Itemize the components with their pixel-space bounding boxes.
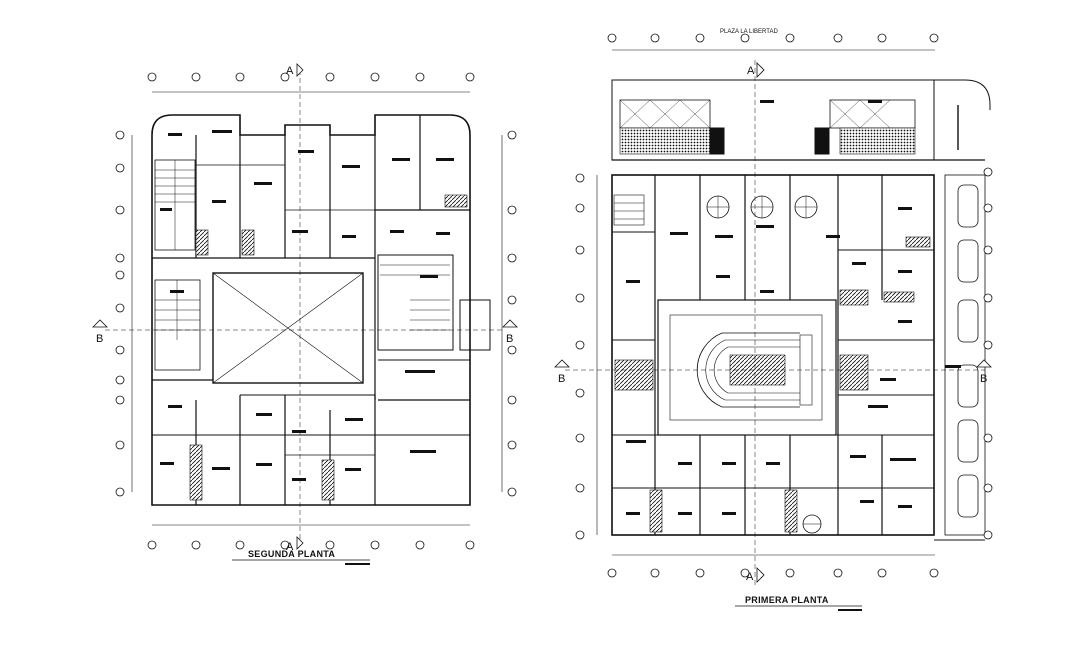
plaza-street-label: PLAZA LA LIBERTAD	[720, 29, 778, 35]
right-section-b-right-label: B	[980, 373, 987, 385]
right-section-a-label: A	[747, 65, 755, 77]
left-section-b-label: B	[96, 333, 103, 345]
right-section-a-bottom-label: A	[746, 571, 754, 583]
right-section-b-label: B	[558, 373, 565, 385]
segunda-planta-title: SEGUNDA PLANTA	[248, 549, 335, 559]
left-section-a-bottom-label: A	[286, 541, 294, 553]
primera-planta-plan	[554, 33, 993, 611]
primera-planta-title: PRIMERA PLANTA	[745, 595, 829, 605]
left-section-a-label: A	[286, 65, 294, 77]
segunda-planta-plan	[92, 63, 518, 565]
left-section-b-right-label: B	[506, 333, 513, 345]
